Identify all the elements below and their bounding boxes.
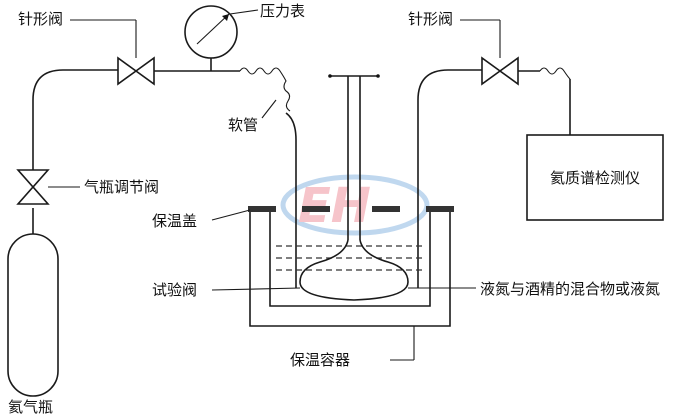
test-valve bbox=[299, 74, 409, 301]
label-helium-cylinder: 氦气瓶 bbox=[8, 398, 53, 415]
label-insulated-lid: 保温盖 bbox=[152, 212, 197, 230]
watermark-logo: EH bbox=[280, 174, 430, 236]
insulated-lid bbox=[248, 206, 454, 212]
container-outer-wall bbox=[249, 212, 451, 327]
needle-valve-left bbox=[117, 56, 155, 86]
label-pressure-gauge: 压力表 bbox=[260, 2, 305, 20]
helium-mass-spectrometer bbox=[526, 134, 664, 221]
supply-pipe bbox=[32, 69, 118, 158]
label-needle-valve-right: 针形阀 bbox=[408, 10, 453, 28]
container-inner-wall bbox=[269, 212, 431, 307]
label-liquid-mixture: 液氮与酒精的混合物或液氮 bbox=[480, 280, 660, 298]
leader-lines bbox=[48, 9, 501, 361]
hose-coil-right bbox=[539, 67, 571, 80]
return-pipe bbox=[417, 69, 482, 288]
label-insulated-container: 保温容器 bbox=[290, 351, 350, 369]
label-helium-mass-spec: 氦质谱检测仪 bbox=[550, 169, 640, 187]
label-test-valve: 试验阀 bbox=[152, 281, 197, 299]
hose-line-left bbox=[285, 112, 297, 288]
label-cylinder-regulator: 气瓶调节阀 bbox=[84, 178, 159, 196]
cylinder-regulator-valve bbox=[16, 158, 50, 205]
hose-coil-left bbox=[239, 67, 291, 112]
label-needle-valve-left: 针形阀 bbox=[18, 10, 63, 28]
needle-valve-right bbox=[481, 56, 519, 86]
label-hose: 软管 bbox=[228, 116, 258, 134]
helium-cylinder bbox=[7, 233, 59, 397]
liquid-level bbox=[276, 245, 425, 271]
pressure-gauge bbox=[184, 5, 238, 71]
